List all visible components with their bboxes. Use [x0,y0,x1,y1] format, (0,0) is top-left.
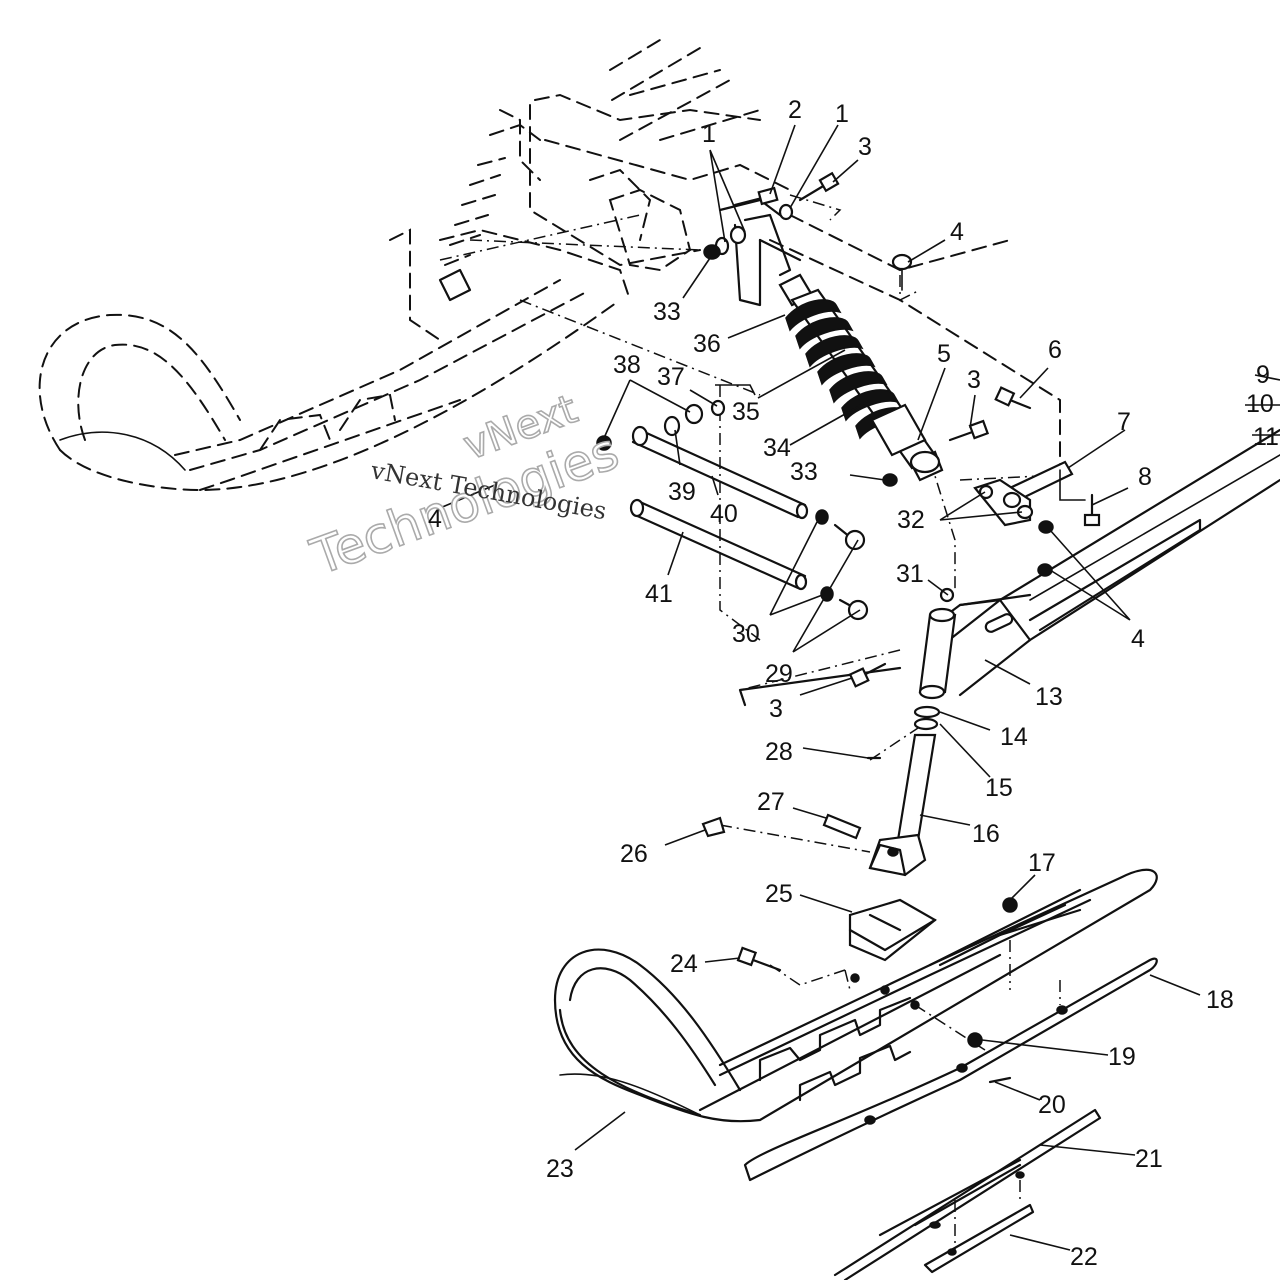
callout-37: 37 [657,363,685,391]
callout-34: 34 [763,434,791,462]
spindle-bracket [973,460,1101,534]
callout-numbers: 2 1 1 3 4 33 36 5 6 3 9 10 11 38 37 35 3… [428,96,1279,1271]
callout-3: 3 [769,695,783,723]
upper-hardware [703,171,1032,487]
callout-22: 22 [1070,1243,1098,1271]
watermark: vNext Technologies vNext Technologies [303,385,627,587]
callout-33: 33 [653,298,681,326]
callout-24: 24 [670,950,698,978]
callout-17: 17 [1028,849,1056,877]
ski-hardware [736,946,1012,1084]
callout-39: 39 [668,478,696,506]
ghosted-chassis-outline [389,39,1061,471]
callout-3: 3 [967,366,981,394]
callout-19: 19 [1108,1043,1136,1071]
callout-16: 16 [972,820,1000,848]
ghosted-ski-outline [38,279,621,492]
callout-4: 4 [950,218,964,246]
ski-runners [743,957,1158,1280]
callout-32: 32 [897,506,925,534]
callout-18: 18 [1206,986,1234,1014]
ghosted-shock [438,123,541,302]
callout-33: 33 [790,458,818,486]
callout-3: 3 [858,133,872,161]
callout-4: 4 [1131,625,1145,653]
callout-1: 1 [835,100,849,128]
spindle-assembly [701,587,957,877]
callout-6: 6 [1048,336,1062,364]
callout-40: 40 [710,500,738,528]
callout-13: 13 [1035,683,1063,711]
callout-5: 5 [937,340,951,368]
callout-1: 1 [702,120,716,148]
callout-28: 28 [765,738,793,766]
callout-23: 23 [546,1155,574,1183]
callout-29: 29 [765,660,793,688]
callout-4: 4 [428,505,442,533]
callout-21: 21 [1135,1145,1163,1173]
ski-saddle [848,898,937,962]
callout-38: 38 [613,351,641,379]
frame-rail [738,428,1280,707]
leader-lines [439,124,1280,1251]
callout-27: 27 [757,788,785,816]
callout-36: 36 [693,330,721,358]
shock-absorber [778,273,944,482]
callout-7: 7 [1117,408,1131,436]
callout-14: 14 [1000,723,1028,751]
callout-11: 11 [1253,423,1279,451]
callout-20: 20 [1038,1091,1066,1119]
callout-35: 35 [732,398,760,426]
callout-2: 2 [788,96,802,124]
assembly-lines [439,194,1061,1250]
callout-30: 30 [732,620,760,648]
callout-26: 26 [620,840,648,868]
callout-25: 25 [765,880,793,908]
callout-41: 41 [645,580,673,608]
ski [553,868,1158,1123]
callout-10: 10 [1246,390,1274,418]
callout-8: 8 [1138,463,1152,491]
callout-15: 15 [985,774,1013,802]
callout-9: 9 [1256,361,1270,389]
callout-31: 31 [896,560,924,588]
